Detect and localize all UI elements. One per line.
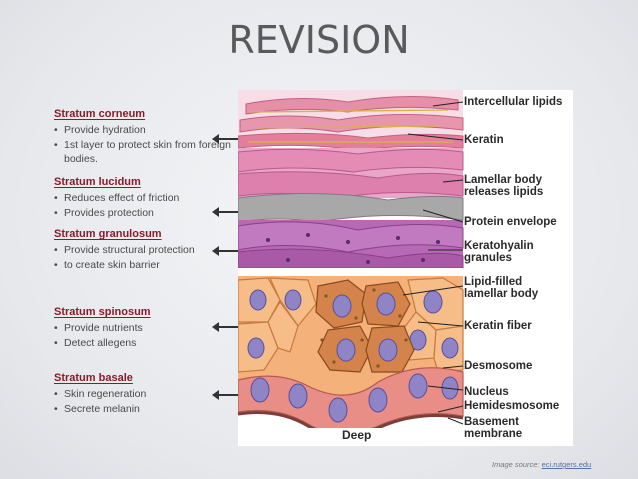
epidermis-diagram: Intercellular lipids Keratin Lamellar bo… [238,90,573,446]
source-prefix: Image source: [492,460,542,469]
bullet: Provide nutrients [54,321,254,336]
deep-label: Deep [342,428,372,442]
layer-corneum: Stratum corneum Provide hydration 1st la… [54,108,254,167]
layer-name: Stratum spinosum [54,306,151,318]
layer-basale: Stratum basale Skin regeneration Secrete… [54,372,254,416]
arrow-left-icon [212,134,240,144]
image-source: Image source: eci.rutgers.edu [492,460,591,469]
diagram-label: Keratohyalin granules [464,240,534,264]
diagram-label: Keratin fiber [464,320,532,332]
bullet: Detect allegens [54,336,254,351]
bullet: Provides protection [54,206,254,221]
bullet: Provide hydration [54,123,254,138]
slide-title: REVISION [228,18,410,62]
diagram-label: Lipid-filled lamellar body [464,276,539,300]
bullet: Reduces effect of friction [54,191,254,206]
diagram-label: Basement membrane [464,416,523,440]
epidermis-illustration [238,90,464,446]
diagram-label: Protein envelope [464,216,557,228]
bullet: Secrete melanin [54,402,254,417]
diagram-label: Desmosome [464,360,533,372]
diagram-label: Intercellular lipids [464,96,563,108]
arrow-left-icon [212,207,240,217]
layer-name: Stratum basale [54,372,133,384]
diagram-label: Nucleus [464,386,509,398]
arrow-left-icon [212,322,240,332]
layer-name: Stratum lucidum [54,176,141,188]
arrow-left-icon [212,246,240,256]
diagram-label: Keratin [464,134,504,146]
diagram-label: Hemidesmosome [464,400,560,412]
layer-name: Stratum granulosum [54,228,162,240]
bullet: Provide structural protection [54,243,254,258]
source-link[interactable]: eci.rutgers.edu [541,460,592,469]
layer-name: Stratum corneum [54,108,146,120]
layer-granulosum: Stratum granulosum Provide structural pr… [54,228,254,272]
layer-spinosum: Stratum spinosum Provide nutrients Detec… [54,306,254,350]
diagram-label: Lamellar body releases lipids [464,174,544,198]
layer-lucidum: Stratum lucidum Reduces effect of fricti… [54,176,254,220]
bullet: 1st layer to protect skin from foreign b… [54,138,254,167]
bullet: to create skin barrier [54,258,254,273]
arrow-left-icon [212,390,240,400]
bullet: Skin regeneration [54,387,254,402]
